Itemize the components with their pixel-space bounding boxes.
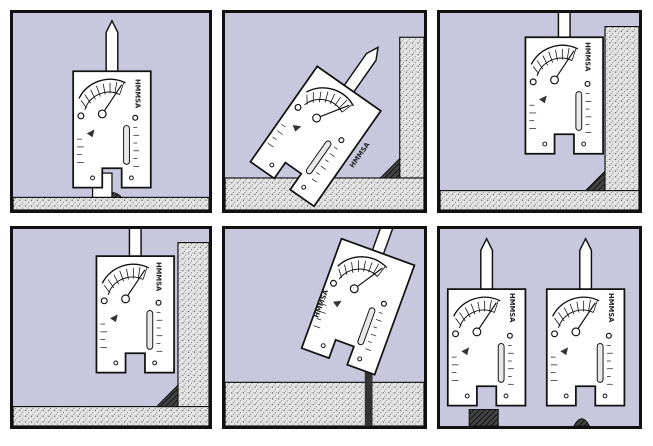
panel-3: HMMSA — [437, 10, 642, 213]
panel-5: HMMSA — [222, 226, 427, 429]
panel-6: HMMSA HMMSA — [437, 226, 642, 429]
gauge-brand-text: HMMSA — [508, 293, 516, 323]
gauge-brand-text: HMMSA — [607, 293, 615, 323]
gauge-brand-text: HMMSA — [155, 262, 163, 292]
panel-1: HMMSA — [10, 10, 212, 213]
weld-gauge-icon: HMMSA — [13, 229, 209, 426]
weld-gauge-icon: HMMSA — [440, 13, 639, 210]
gauge-brand-text: HMMSA — [584, 42, 592, 72]
panel-4: HMMSA — [10, 226, 212, 429]
weld-gauge-icon: HMMSA HMMSA — [446, 237, 626, 426]
weld-gauge-icon: HMMSA — [225, 229, 424, 426]
gauge-brand-text: HMMSA — [133, 79, 141, 109]
weld-gauge-icon: HMMSA — [13, 19, 209, 210]
weld-gauge-icon: HMMSA — [225, 24, 424, 210]
panel-2: HMMSA — [222, 10, 427, 213]
